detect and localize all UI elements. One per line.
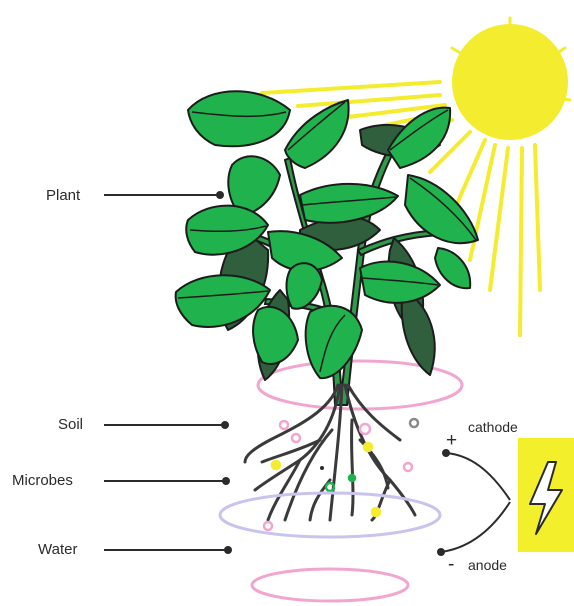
plant-leader-dot bbox=[216, 191, 224, 199]
anode-sign: - bbox=[448, 554, 454, 575]
cathode-label: cathode bbox=[468, 419, 518, 435]
plant-illustration bbox=[176, 91, 478, 405]
plant-label-group: Plant bbox=[46, 187, 224, 204]
water-label-group: Water bbox=[38, 541, 232, 558]
soil-label-group: Soil bbox=[58, 416, 229, 433]
plant-label: Plant bbox=[46, 187, 81, 204]
bottom-ring bbox=[252, 569, 408, 601]
water-label: Water bbox=[38, 541, 77, 558]
soil-leader-dot bbox=[221, 421, 229, 429]
cathode-sign: + bbox=[446, 430, 457, 451]
electrode-circuit: + cathode - anode bbox=[437, 419, 574, 575]
microbes-label: Microbes bbox=[12, 472, 73, 489]
sun-disc bbox=[452, 24, 568, 140]
soil-label: Soil bbox=[58, 416, 83, 433]
microbes-leader-dot bbox=[222, 477, 230, 485]
microbes-label-group: Microbes bbox=[12, 472, 230, 489]
plant-roots bbox=[245, 385, 415, 520]
anode-label: anode bbox=[468, 557, 507, 573]
cathode-wire bbox=[446, 453, 510, 500]
anode-wire bbox=[441, 502, 510, 552]
water-leader-dot bbox=[224, 546, 232, 554]
